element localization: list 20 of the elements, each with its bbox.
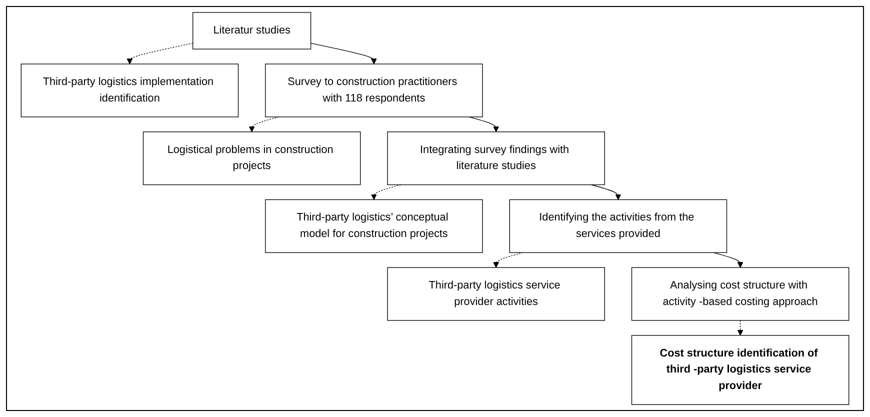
arrow [310, 42, 377, 64]
arrow [713, 252, 744, 268]
diagram-frame: Literatur studies Third-party logistics implementation identification Survey to construction practitioners with 118 respondents Logistical problems in construction projects Integrating survey findings with literature studies Third-party logistics’ conceptual model for construction projects Identifying the activities from the services provided Third-party logistics service provider activities Analysing cost structure with activity -based costing approach Cost structure identification of third -party logistics service provider [6, 6, 864, 411]
arrow [468, 116, 500, 132]
node-box [509, 199, 728, 253]
node-box [631, 267, 850, 321]
arrow [590, 184, 622, 200]
node-box [387, 132, 605, 186]
node-box [142, 132, 361, 186]
arrow [248, 116, 280, 132]
arrow [493, 252, 524, 268]
node-box [631, 335, 850, 405]
node-box [20, 64, 239, 118]
arrow [737, 320, 744, 336]
node-box [265, 199, 483, 253]
node-box [265, 64, 483, 118]
arrow [370, 184, 402, 200]
node-box [387, 267, 605, 321]
arrow [126, 42, 194, 64]
node-box [192, 12, 312, 50]
